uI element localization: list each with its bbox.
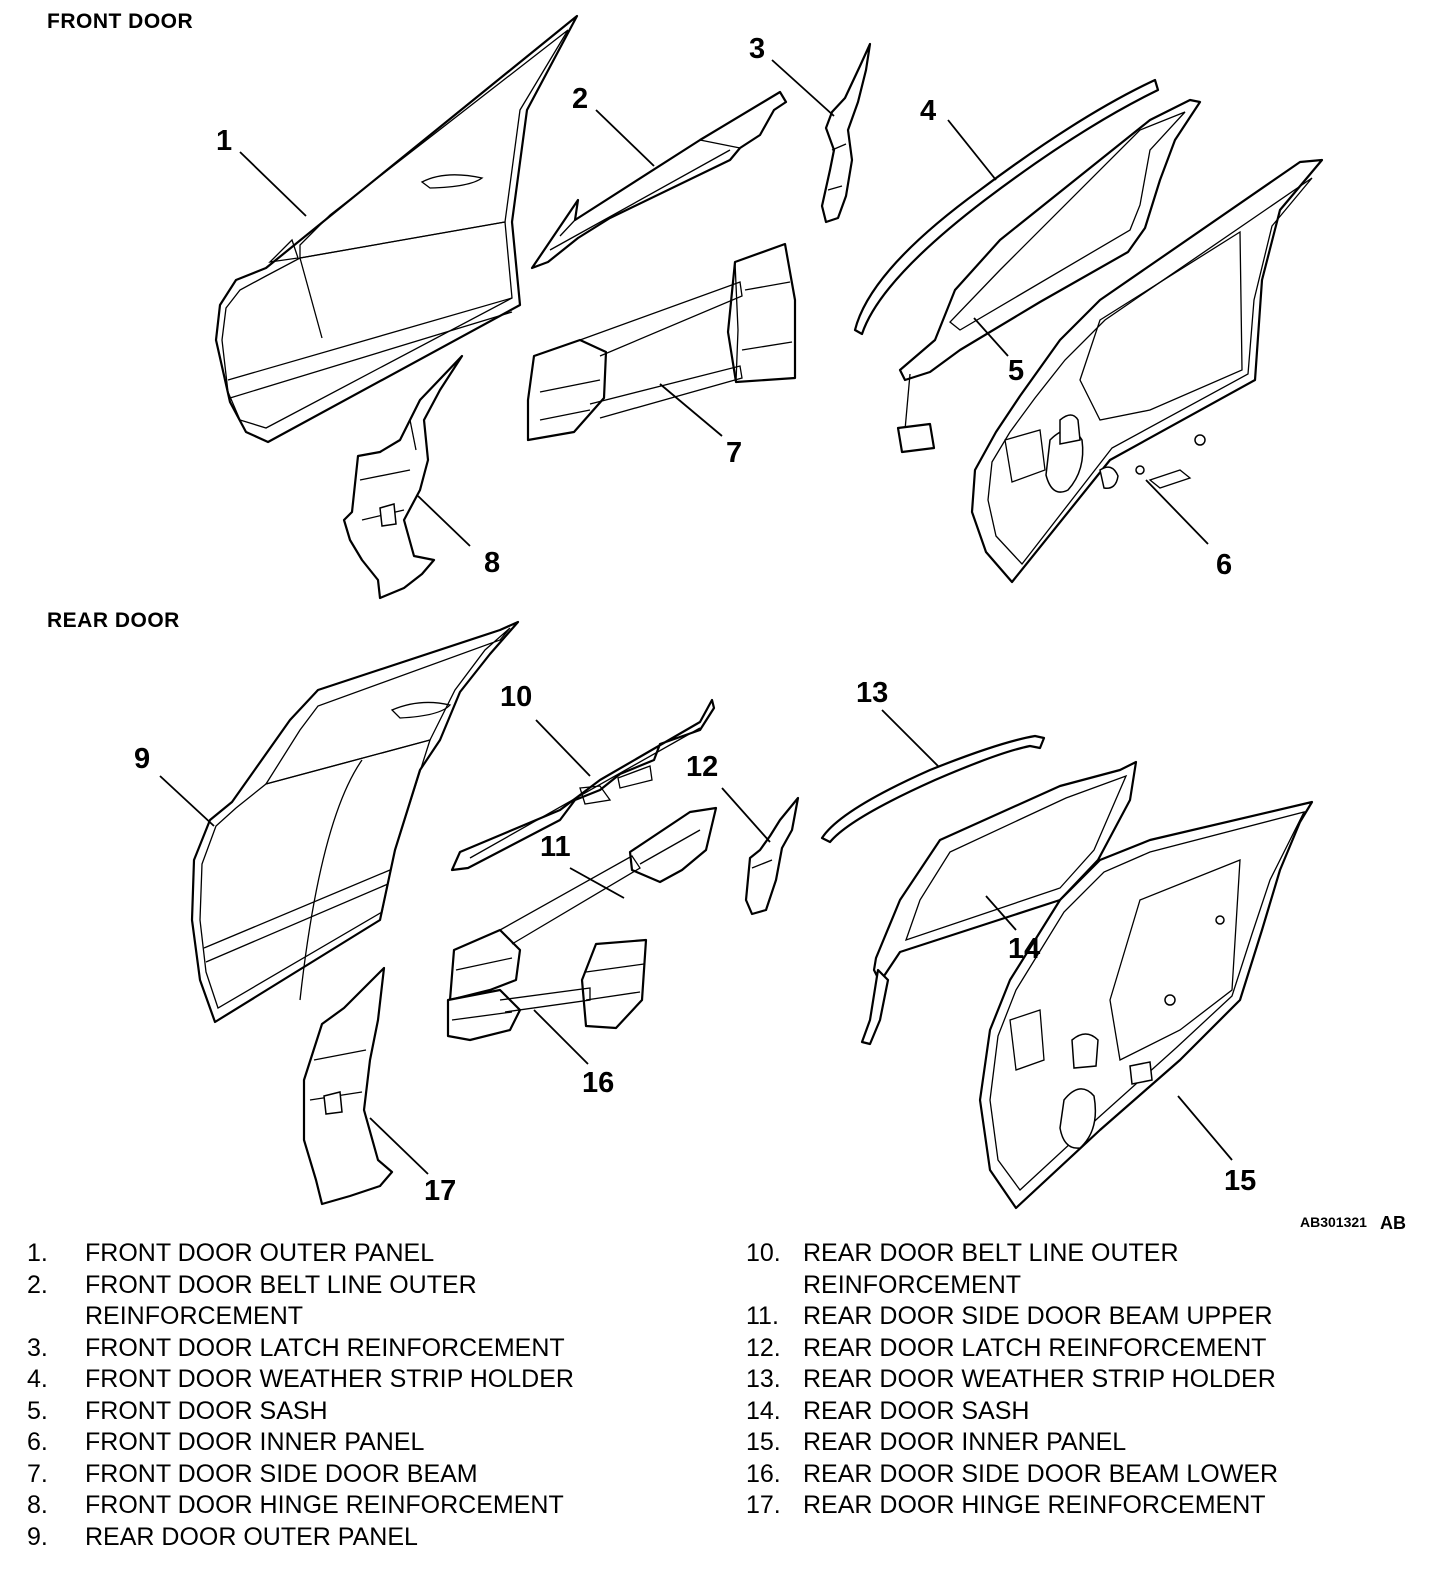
legend-item: 16.REAR DOOR SIDE DOOR BEAM LOWER <box>746 1459 1279 1488</box>
rear-door-latch-reinforcement <box>744 796 800 916</box>
callout-13: 13 <box>856 677 888 709</box>
legend-item: 10.REAR DOOR BELT LINE OUTER <box>746 1239 1179 1267</box>
rear-door-side-door-beam-upper <box>448 806 718 1002</box>
legend-item: 5.FRONT DOOR SASH <box>27 1396 328 1425</box>
legend-item: 8.FRONT DOOR HINGE REINFORCEMENT <box>27 1491 564 1519</box>
legend-item: 7.FRONT DOOR SIDE DOOR BEAM <box>27 1459 478 1488</box>
leader-lines <box>159 59 1233 1175</box>
rear-door-sash <box>860 760 1138 1046</box>
legend-item: 11.REAR DOOR SIDE DOOR BEAM UPPER <box>746 1302 1273 1330</box>
callout-3: 3 <box>749 33 765 65</box>
rear-door-outer-panel <box>190 620 520 1024</box>
legend-item: 1.FRONT DOOR OUTER PANEL <box>27 1239 435 1267</box>
callout-6: 6 <box>1216 549 1232 581</box>
callout-14: 14 <box>1008 933 1040 965</box>
callout-10: 10 <box>500 681 532 713</box>
legend-item: 12.REAR DOOR LATCH REINFORCEMENT <box>746 1333 1267 1362</box>
legend-item: 17.REAR DOOR HINGE REINFORCEMENT <box>746 1491 1266 1519</box>
rear-door-inner-panel <box>978 800 1314 1210</box>
callout-11: 11 <box>540 831 571 863</box>
front-door-heading: FRONT DOOR <box>47 10 194 33</box>
front-door-outer-panel <box>214 14 579 444</box>
callout-15: 15 <box>1224 1165 1256 1197</box>
legend-item: 2.FRONT DOOR BELT LINE OUTER <box>27 1270 477 1299</box>
legend-item: 13.REAR DOOR WEATHER STRIP HOLDER <box>746 1365 1276 1393</box>
legend-item: 6.FRONT DOOR INNER PANEL <box>27 1428 425 1456</box>
front-door-latch-reinforcement <box>820 42 872 224</box>
front-door-weather-strip-holder <box>853 78 1160 336</box>
callout-numbers: 1 2 3 4 5 6 7 8 9 10 11 12 13 14 15 16 1… <box>134 33 1256 1207</box>
figure-code-suffix: AB <box>1380 1213 1406 1230</box>
rear-door-weather-strip-holder <box>820 734 1046 844</box>
callout-9: 9 <box>134 743 150 775</box>
callout-5: 5 <box>1008 355 1024 387</box>
rear-door-hinge-reinforcement <box>302 966 394 1206</box>
callout-17: 17 <box>424 1175 456 1207</box>
front-door-hinge-reinforcement <box>342 354 464 600</box>
front-door-inner-panel <box>970 158 1324 584</box>
callout-7: 7 <box>726 437 742 469</box>
legend-item-continuation: REINFORCEMENT <box>803 1270 1022 1299</box>
front-door-side-door-beam <box>526 242 797 442</box>
legend-item-continuation: REINFORCEMENT <box>85 1302 304 1330</box>
callout-8: 8 <box>484 547 500 579</box>
legend-item: 15.REAR DOOR INNER PANEL <box>746 1428 1127 1456</box>
callout-1: 1 <box>216 125 232 157</box>
rear-door-belt-line-outer-reinforcement <box>450 698 716 872</box>
legend-item: 3.FRONT DOOR LATCH REINFORCEMENT <box>27 1333 565 1362</box>
callout-16: 16 <box>582 1067 614 1099</box>
callout-12: 12 <box>686 751 718 783</box>
front-door-sash <box>896 98 1202 454</box>
legend-right-column: 10.REAR DOOR BELT LINE OUTER REINFORCEME… <box>746 1238 1278 1522</box>
figure-code: AB301321 <box>1300 1214 1367 1230</box>
callout-4: 4 <box>920 95 936 127</box>
legend-left-column: 1.FRONT DOOR OUTER PANEL 2.FRONT DOOR BE… <box>27 1238 574 1553</box>
rear-door-side-door-beam-lower <box>446 938 648 1042</box>
callout-2: 2 <box>572 83 588 115</box>
rear-door-heading: REAR DOOR <box>47 609 180 632</box>
legend-item: 14.REAR DOOR SASH <box>746 1396 1030 1425</box>
legend-item: 4.FRONT DOOR WEATHER STRIP HOLDER <box>27 1365 574 1393</box>
front-door-belt-line-outer-reinforcement <box>530 90 788 270</box>
legend-item: 9.REAR DOOR OUTER PANEL <box>27 1522 418 1551</box>
exploded-door-diagram: 1 2 3 4 5 6 7 8 9 10 11 12 13 14 15 16 1… <box>134 14 1406 1230</box>
